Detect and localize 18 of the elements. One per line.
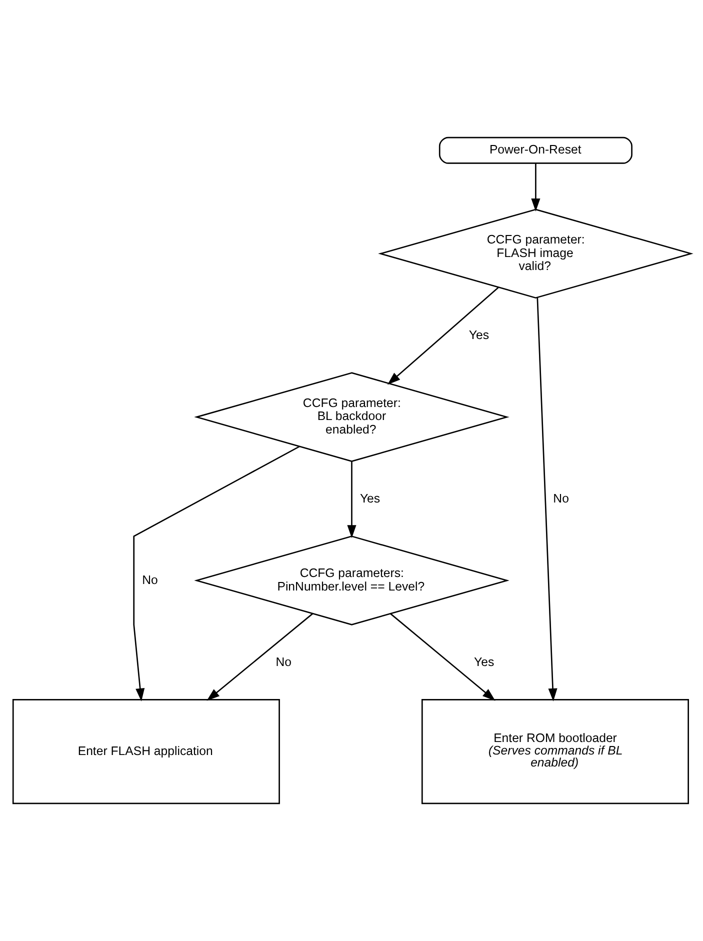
node-diamond: CCFG parameter: FLASH image valid?	[378, 208, 693, 299]
arrow	[132, 446, 300, 702]
edge-label: Yes	[474, 654, 494, 669]
arrow	[536, 297, 557, 702]
arrow	[530, 163, 540, 212]
edge-label: Yes	[468, 328, 489, 342]
arrow	[390, 613, 495, 701]
edge-label: No	[275, 654, 291, 669]
node-diamond: CCFG parameters: PinNumber.level == Level?	[194, 536, 509, 626]
arrow	[386, 286, 498, 385]
node-box: Enter FLASH application	[12, 699, 280, 804]
node-box: Power-On-Reset	[438, 136, 632, 164]
node-box: Enter ROM bootloader (Serves commands if BL enabled)	[420, 699, 688, 804]
edge-label: No	[552, 491, 568, 506]
edge-label: Yes	[359, 491, 380, 506]
arrow	[346, 461, 356, 538]
edge-label: No	[142, 573, 158, 588]
arrow	[206, 613, 313, 701]
